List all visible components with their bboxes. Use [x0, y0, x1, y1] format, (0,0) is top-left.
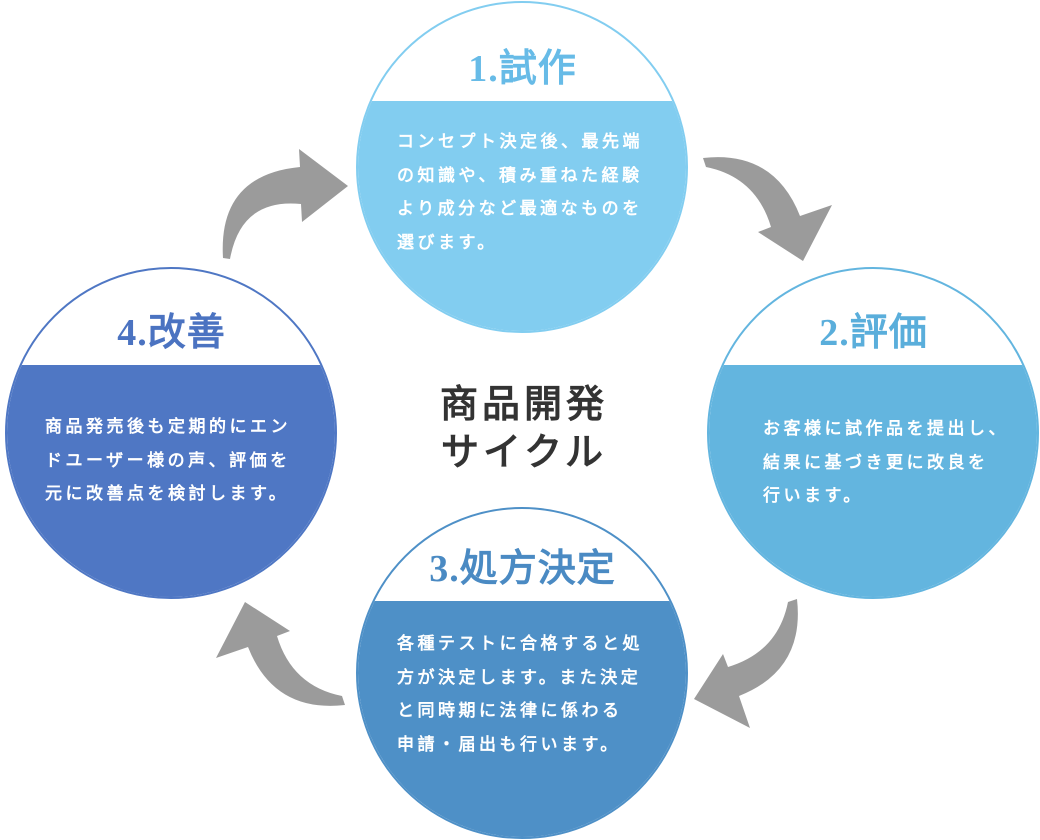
- step-description: 商品発売後も定期的にエン ドユーザー様の声、評価を 元に改善点を検討します。: [45, 411, 291, 512]
- description-line: 行います。: [763, 486, 864, 506]
- step-fill-area: [709, 365, 1037, 597]
- step-circle-formulation: 3.処方決定 各種テストに合格すると処 方が決定します。また決定 と同時期に法律…: [356, 507, 688, 839]
- step-title: 2.評価: [819, 312, 928, 354]
- description-line: ドユーザー様の声、評価を: [45, 450, 291, 471]
- description-line: コンセプト決定後、最先端: [397, 132, 643, 152]
- step-description: お客様に試作品を提出し、 結果に基づき更に改良を 行います。: [763, 413, 1009, 514]
- cycle-center-label: 商品開発 サイクル: [392, 381, 652, 477]
- step-title: 4.改善: [117, 312, 226, 354]
- step-circle-trial: 1.試作 コンセプト決定後、最先端 の知識や、積み重ねた経験 より成分など最適な…: [356, 1, 688, 333]
- description-line: 申請・届出も行います。: [397, 734, 621, 755]
- description-line: 商品発売後も定期的にエン: [45, 417, 291, 437]
- description-line: の知識や、積み重ねた経験: [397, 165, 643, 186]
- description-line: 元に改善点を検討します。: [45, 484, 290, 504]
- arrow-formulation-to-improvement: [216, 602, 345, 706]
- step-circle-improvement: 4.改善 商品発売後も定期的にエン ドユーザー様の声、評価を 元に改善点を検討し…: [5, 267, 337, 599]
- description-line: 各種テストに合格すると処: [397, 634, 643, 654]
- description-line: 選びます。: [397, 232, 498, 253]
- arrow-evaluation-to-formulation: [694, 599, 798, 728]
- description-line: 方が決定します。また決定: [397, 667, 642, 688]
- step-circle-evaluation: 2.評価 お客様に試作品を提出し、 結果に基づき更に改良を 行います。: [707, 267, 1039, 599]
- description-line: 結果に基づき更に改良を: [763, 452, 989, 473]
- center-label-line: サイクル: [440, 432, 608, 474]
- step-description: コンセプト決定後、最先端 の知識や、積み重ねた経験 より成分など最適なものを 選…: [397, 126, 643, 260]
- step-description: 各種テストに合格すると処 方が決定します。また決定 と同時期に法律に係わる 申請…: [397, 628, 643, 762]
- description-line: より成分など最適なものを: [397, 199, 643, 219]
- step-fill-area: [358, 601, 686, 837]
- arrow-trial-to-evaluation: [703, 157, 832, 261]
- step-fill-area: [7, 365, 335, 597]
- center-label-line: 商品開発: [439, 384, 608, 426]
- step-title: 1.試作: [468, 48, 577, 90]
- arrow-improvement-to-trial: [222, 149, 348, 259]
- step-fill-area: [358, 101, 686, 331]
- description-line: と同時期に法律に係わる: [397, 701, 623, 721]
- description-line: お客様に試作品を提出し、: [763, 419, 1009, 439]
- step-title: 3.処方決定: [429, 548, 616, 590]
